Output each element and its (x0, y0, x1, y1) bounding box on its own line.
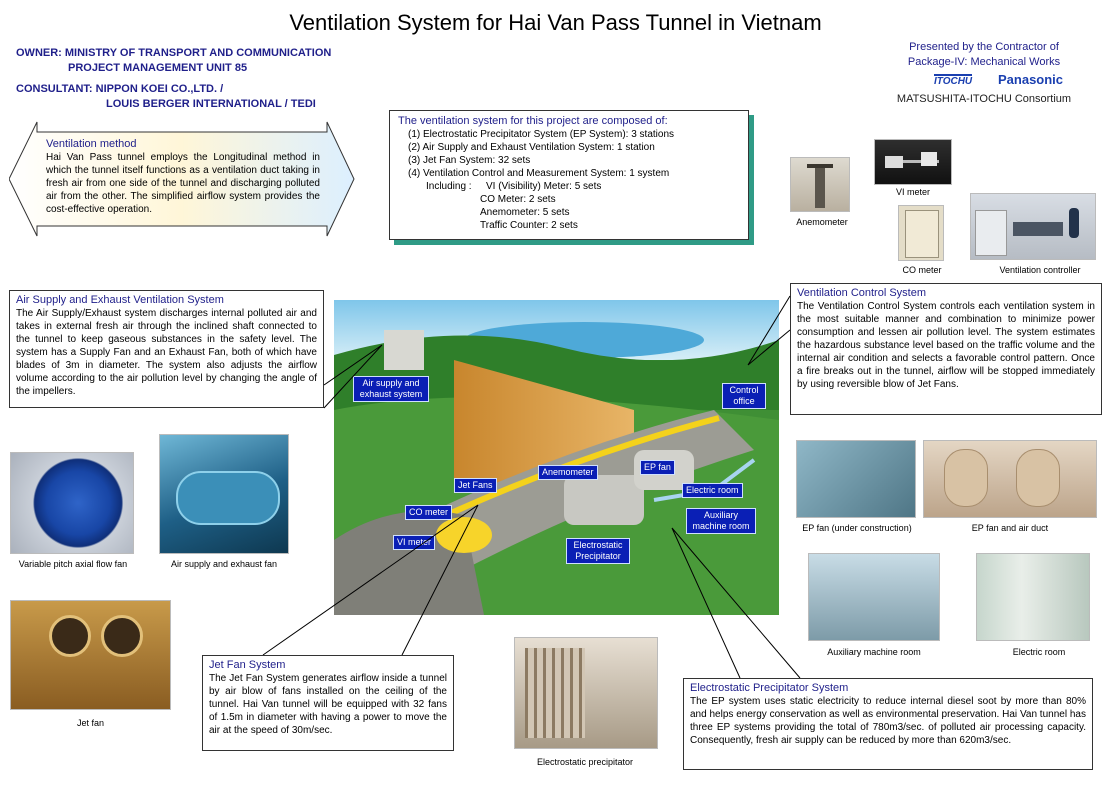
jet-fan-system-box: Jet Fan System The Jet Fan System genera… (202, 655, 454, 751)
label-co-meter: CO meter (405, 505, 453, 520)
presented-line-2: Package-IV: Mechanical Works (907, 56, 1061, 68)
ep-photo (514, 637, 658, 749)
jet-fan-system-title: Jet Fan System (209, 659, 286, 671)
electric-room-caption: Electric room (1012, 647, 1066, 657)
label-air-supply: Air supply and exhaust system (353, 376, 429, 402)
label-auxiliary: Auxiliary machine room (686, 508, 756, 534)
control-system-box: Ventilation Control System The Ventilati… (790, 283, 1102, 415)
ep-system-box: Electrostatic Precipitator System The EP… (683, 678, 1093, 770)
label-jet-fans: Jet Fans (454, 478, 497, 493)
including-item: Anemometer: 5 sets (480, 207, 570, 218)
electric-room-photo (976, 553, 1090, 641)
anemometer-photo (790, 157, 850, 212)
logo-row: ITOCHU Panasonic (884, 72, 1084, 92)
supply-fan-caption: Air supply and exhaust fan (170, 559, 278, 569)
composition-item: (3) Jet Fan System: 32 sets (408, 155, 531, 166)
ventilation-method: Ventilation method Hai Van Pass tunnel e… (46, 137, 320, 216)
page-title: Ventilation System for Hai Van Pass Tunn… (289, 10, 822, 35)
presented-line-1: Presented by the Contractor of (909, 41, 1059, 53)
composition-item: (1) Electrostatic Precipitator System (E… (408, 129, 675, 140)
owner-line-2: PROJECT MANAGEMENT UNIT 85 (68, 62, 248, 74)
ep-system-title: Electrostatic Precipitator System (690, 682, 849, 694)
auxiliary-photo (808, 553, 940, 641)
owner-line-1: OWNER: MINISTRY OF TRANSPORT AND COMMUNI… (16, 47, 332, 59)
tunnel-diagram (334, 300, 779, 615)
air-supply-text: The Air Supply/Exhaust system discharges… (16, 308, 317, 397)
panasonic-logo: Panasonic (998, 72, 1064, 87)
vi-meter-photo (874, 139, 952, 185)
jet-fan-caption: Jet fan (76, 718, 105, 728)
air-supply-title: Air Supply and Exhaust Ventilation Syste… (16, 294, 224, 306)
axial-fan-photo (10, 452, 134, 554)
jet-fan-photo (10, 600, 171, 710)
ep-fan-duct-caption: EP fan and air duct (971, 523, 1049, 533)
ventilation-controller-caption: Ventilation controller (999, 265, 1081, 275)
including-item: VI (Visibility) Meter: 5 sets (486, 181, 602, 192)
co-meter-caption: CO meter (902, 265, 942, 275)
anemometer-caption: Anemometer (796, 217, 848, 227)
ep-photo-caption: Electrostatic precipitator (536, 757, 634, 767)
ep-fan-duct-photo (923, 440, 1097, 518)
including-item: Traffic Counter: 2 sets (480, 220, 578, 231)
including-label: Including : (426, 181, 472, 192)
axial-fan-caption: Variable pitch axial flow fan (18, 559, 128, 569)
label-ep-fan: EP fan (640, 460, 675, 475)
ventilation-method-title: Ventilation method (46, 138, 137, 150)
composition-list: (1) Electrostatic Precipitator System (E… (398, 128, 740, 232)
auxiliary-caption: Auxiliary machine room (827, 647, 921, 657)
presented-block: Presented by the Contractor of Package-I… (884, 40, 1084, 107)
consultant-line-2: LOUIS BERGER INTERNATIONAL / TEDI (106, 98, 316, 110)
including-item: CO Meter: 2 sets (480, 194, 556, 205)
including-block: Including : VI (Visibility) Meter: 5 set… (408, 180, 740, 232)
ventilation-method-text: Hai Van Pass tunnel employs the Longitud… (46, 152, 320, 215)
label-anemometer: Anemometer (538, 465, 598, 480)
supply-fan-photo (159, 434, 289, 554)
composition-box: The ventilation system for this project … (389, 110, 749, 240)
ep-system-text: The EP system uses static electricity to… (690, 696, 1086, 746)
jet-fan-system-text: The Jet Fan System generates airflow ins… (209, 673, 447, 736)
ventilation-controller-photo (970, 193, 1096, 260)
itochu-logo: ITOCHU (934, 74, 973, 87)
control-system-title: Ventilation Control System (797, 287, 927, 299)
label-electric-room: Electric room (682, 483, 743, 498)
composition-item: (2) Air Supply and Exhaust Ventilation S… (408, 142, 655, 153)
control-system-text: The Ventilation Control System controls … (797, 301, 1095, 390)
co-meter-photo (898, 205, 944, 261)
air-supply-box: Air Supply and Exhaust Ventilation Syste… (9, 290, 324, 408)
ventilation-method-arrow (9, 121, 355, 237)
composition-item: (4) Ventilation Control and Measurement … (408, 168, 670, 179)
ep-fan-construction-photo (796, 440, 916, 518)
consortium-name: MATSUSHITA-ITOCHU Consortium (896, 93, 1072, 105)
ep-fan-construction-caption: EP fan (under construction) (802, 523, 912, 533)
consultant-line-1: CONSULTANT: NIPPON KOEI CO.,LTD. / (16, 83, 224, 95)
label-ep: Electrostatic Precipitator (566, 538, 630, 564)
composition-title: The ventilation system for this project … (398, 115, 668, 127)
label-control-office: Control office (722, 383, 766, 409)
vi-meter-caption: VI meter (895, 187, 930, 197)
